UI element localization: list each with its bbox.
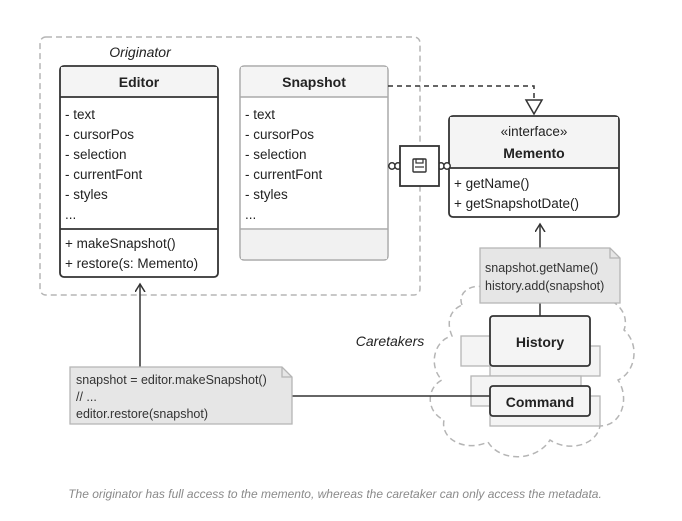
editor-field: - text	[65, 107, 95, 122]
realization-line	[388, 85, 535, 100]
caretaker-code-note: snapshot.getName() history.add(snapshot)	[479, 247, 621, 304]
command-class	[489, 385, 591, 417]
floppy-disk-icon	[399, 145, 440, 187]
snapshot-field: ...	[245, 207, 256, 222]
editor-note-line: editor.restore(snapshot)	[76, 407, 208, 421]
editor-method: + makeSnapshot()	[65, 236, 176, 251]
caretaker-note-line: history.add(snapshot)	[485, 279, 604, 293]
editor-field: ...	[65, 207, 76, 222]
snapshot-box	[239, 65, 389, 261]
history-title: History	[516, 334, 564, 350]
editor-field: - currentFont	[65, 167, 143, 182]
caretakers-label: Caretakers	[356, 333, 424, 349]
memento-method: + getSnapshotDate()	[454, 196, 579, 211]
snapshot-class: Snapshot - text - cursorPos - selection …	[239, 65, 389, 261]
editor-field: - selection	[65, 147, 127, 162]
editor-header	[61, 67, 217, 97]
memento-method: + getName()	[454, 176, 529, 191]
editor-note-line: // ...	[76, 390, 97, 404]
memento-stereotype: «interface»	[501, 124, 568, 139]
editor-field: - styles	[65, 187, 108, 202]
editor-box	[59, 65, 219, 278]
snapshot-field: - styles	[245, 187, 288, 202]
editor-class: Editor - text - cursorPos - selection - …	[59, 65, 219, 278]
figure-caption: The originator has full access to the me…	[68, 487, 602, 501]
caretaker-note-line: snapshot.getName()	[485, 261, 598, 275]
originator-label: Originator	[109, 44, 172, 60]
snapshot-field: - text	[245, 107, 275, 122]
realization-arrowhead	[524, 99, 544, 116]
snapshot-title: Snapshot	[282, 74, 346, 90]
editor-title: Editor	[119, 74, 160, 90]
editor-note-line: snapshot = editor.makeSnapshot()	[76, 373, 267, 387]
snapshot-field: - selection	[245, 147, 307, 162]
editor-code-note: snapshot = editor.makeSnapshot() // ... …	[69, 366, 293, 425]
memento-interface: «interface» Memento + getName() + getSna…	[448, 115, 620, 218]
editor-method: + restore(s: Memento)	[65, 256, 198, 271]
memento-title: Memento	[503, 145, 564, 161]
snapshot-field: - currentFont	[245, 167, 323, 182]
snapshot-field: - cursorPos	[245, 127, 314, 142]
editor-field: - cursorPos	[65, 127, 134, 142]
command-title: Command	[506, 394, 574, 410]
